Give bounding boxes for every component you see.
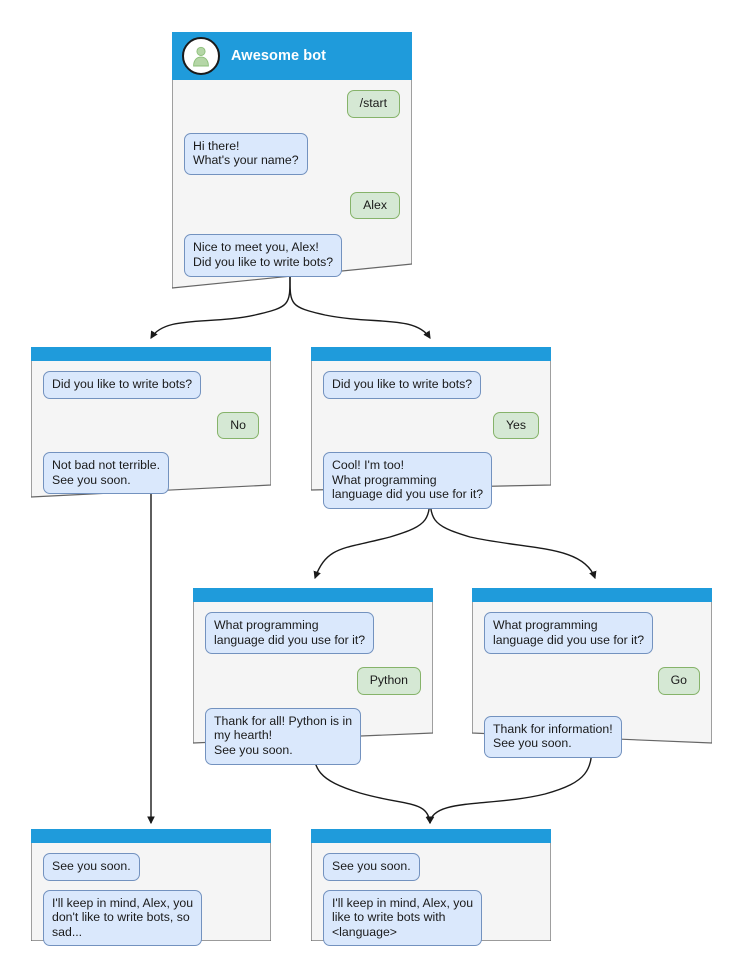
- bot-title: Awesome bot: [231, 48, 327, 64]
- message-row: What programming language did you use fo…: [205, 612, 421, 655]
- message-row: Cool! I'm too! What programming language…: [323, 452, 539, 509]
- message-row: I'll keep in mind, Alex, you like to wri…: [323, 889, 539, 947]
- card-header-start: Awesome bot: [172, 32, 412, 80]
- bot-message-bubble: Hi there! What's your name?: [184, 132, 308, 175]
- card-header-no-branch: [31, 347, 271, 361]
- message-row: /start: [184, 90, 400, 118]
- card-header-python-branch: [193, 588, 433, 602]
- message-row: Thank for information! See you soon.: [484, 715, 700, 758]
- bot-message-bubble: Thank for all! Python is in my hearth! S…: [205, 707, 362, 765]
- message-row: See you soon.: [43, 853, 259, 881]
- message-list-end-sad: See you soon. I'll keep in mind, Alex, y…: [31, 843, 271, 958]
- message-row: Did you like to write bots?: [323, 371, 539, 399]
- bot-message-bubble: I'll keep in mind, Alex, you don't like …: [43, 889, 203, 947]
- user-message-bubble: Yes: [492, 411, 539, 440]
- message-list-no-branch: Did you like to write bots? No Not bad n…: [31, 361, 271, 506]
- card-header-go-branch: [472, 588, 712, 602]
- message-row: Nice to meet you, Alex! Did you like to …: [184, 234, 400, 277]
- card-header-yes-branch: [311, 347, 551, 361]
- message-row: Alex: [184, 191, 400, 220]
- message-row: Not bad not terrible. See you soon.: [43, 452, 259, 495]
- user-message-bubble: Python: [356, 667, 421, 695]
- message-row: Python: [205, 667, 421, 695]
- user-message-bubble: Alex: [350, 191, 400, 220]
- user-message-bubble: /start: [346, 90, 400, 118]
- message-list-python-branch: What programming language did you use fo…: [193, 602, 433, 777]
- user-message-bubble: Go: [657, 667, 700, 695]
- card-start[interactable]: Awesome bot /start Hi there! What's your…: [172, 32, 412, 290]
- bot-message-bubble: Did you like to write bots?: [43, 371, 202, 399]
- card-header-end-happy: [311, 829, 551, 843]
- message-row: Thank for all! Python is in my hearth! S…: [205, 707, 421, 765]
- message-row: Did you like to write bots?: [43, 371, 259, 399]
- bot-message-bubble: Not bad not terrible. See you soon.: [43, 452, 170, 495]
- message-list-end-happy: See you soon. I'll keep in mind, Alex, y…: [311, 843, 551, 958]
- avatar: [182, 37, 220, 75]
- card-end-sad[interactable]: See you soon. I'll keep in mind, Alex, y…: [31, 829, 271, 947]
- card-yes-branch[interactable]: Did you like to write bots? Yes Cool! I'…: [311, 347, 551, 509]
- bot-message-bubble: Cool! I'm too! What programming language…: [323, 452, 493, 509]
- message-row: No: [43, 411, 259, 440]
- message-row: Yes: [323, 411, 539, 440]
- message-list-yes-branch: Did you like to write bots? Yes Cool! I'…: [311, 361, 551, 521]
- user-message-bubble: No: [217, 411, 259, 440]
- bot-message-bubble: What programming language did you use fo…: [205, 612, 375, 655]
- bot-message-bubble: I'll keep in mind, Alex, you like to wri…: [323, 889, 483, 947]
- card-no-branch[interactable]: Did you like to write bots? No Not bad n…: [31, 347, 271, 499]
- card-go-branch[interactable]: What programming language did you use fo…: [472, 588, 712, 758]
- message-row: I'll keep in mind, Alex, you don't like …: [43, 889, 259, 947]
- bot-message-bubble: Thank for information! See you soon.: [484, 715, 622, 758]
- card-header-end-sad: [31, 829, 271, 843]
- bot-message-bubble: Nice to meet you, Alex! Did you like to …: [184, 234, 343, 277]
- card-python-branch[interactable]: What programming language did you use fo…: [193, 588, 433, 765]
- bot-message-bubble: See you soon.: [323, 853, 420, 881]
- person-icon: [193, 46, 209, 67]
- card-end-happy[interactable]: See you soon. I'll keep in mind, Alex, y…: [311, 829, 551, 947]
- message-row: What programming language did you use fo…: [484, 612, 700, 655]
- message-row: See you soon.: [323, 853, 539, 881]
- bot-message-bubble: What programming language did you use fo…: [484, 612, 654, 655]
- message-list-go-branch: What programming language did you use fo…: [472, 602, 712, 770]
- bot-message-bubble: Did you like to write bots?: [323, 371, 482, 399]
- message-list-start: /start Hi there! What's your name? Alex …: [172, 80, 412, 289]
- message-row: Hi there! What's your name?: [184, 132, 400, 175]
- message-row: Go: [484, 667, 700, 695]
- bot-message-bubble: See you soon.: [43, 853, 140, 881]
